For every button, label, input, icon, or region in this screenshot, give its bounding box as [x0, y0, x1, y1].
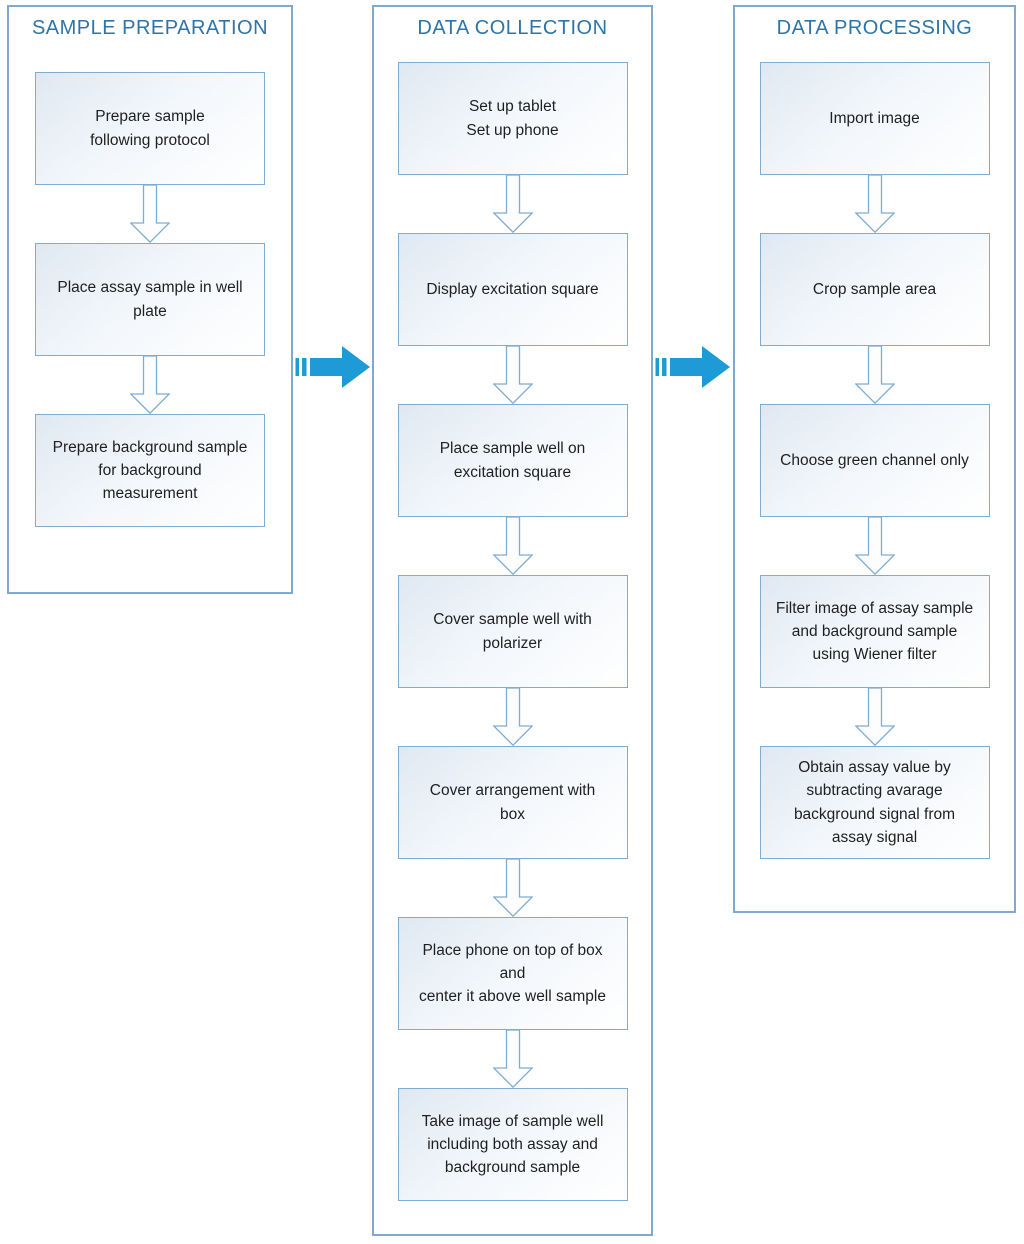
right-flow-arrow-icon	[295, 346, 370, 388]
flow-step-box: Cover arrangement with box	[397, 746, 628, 859]
panel-sample-preparation: SAMPLE PREPARATION Prepare sample follow…	[7, 5, 293, 594]
panel-title: DATA COLLECTION	[417, 17, 608, 39]
flow-step-box: Set up tablet Set up phone	[397, 62, 628, 175]
down-arrow-icon	[492, 346, 533, 404]
flow-step-box: Obtain assay value by subtracting avarag…	[759, 746, 990, 859]
down-arrow-icon	[854, 688, 895, 746]
down-arrow-icon	[130, 356, 170, 414]
flow-step-box: Take image of sample well including both…	[397, 1088, 628, 1201]
down-arrow-icon	[492, 175, 533, 233]
down-arrow-icon	[492, 688, 533, 746]
down-arrow-icon	[130, 185, 170, 243]
down-arrow-icon	[854, 517, 895, 575]
flow-step-box: Prepare sample following protocol	[35, 72, 265, 185]
panel-title: DATA PROCESSING	[776, 17, 973, 39]
flow-step-box: Filter image of assay sample and backgro…	[759, 575, 990, 688]
panel-data-collection: DATA COLLECTION Set up tablet Set up pho…	[372, 5, 653, 1236]
flow-step-box: Crop sample area	[759, 233, 990, 346]
down-arrow-icon	[492, 1030, 533, 1088]
down-arrow-icon	[854, 346, 895, 404]
flow-step-box: Import image	[759, 62, 990, 175]
flow-step-box: Place assay sample in well plate	[35, 243, 265, 356]
flow-step-box: Cover sample well with polarizer	[397, 575, 628, 688]
down-arrow-icon	[492, 859, 533, 917]
flow-step-box: Place phone on top of box and center it …	[397, 917, 628, 1030]
flow-step-box: Choose green channel only	[759, 404, 990, 517]
right-flow-arrow-icon	[655, 346, 730, 388]
flow-step-box: Display excitation square	[397, 233, 628, 346]
flow-step-box: Place sample well on excitation square	[397, 404, 628, 517]
panel-title: SAMPLE PREPARATION	[31, 17, 269, 39]
down-arrow-icon	[854, 175, 895, 233]
flow-step-box: Prepare background sample for background…	[35, 414, 265, 527]
down-arrow-icon	[492, 517, 533, 575]
